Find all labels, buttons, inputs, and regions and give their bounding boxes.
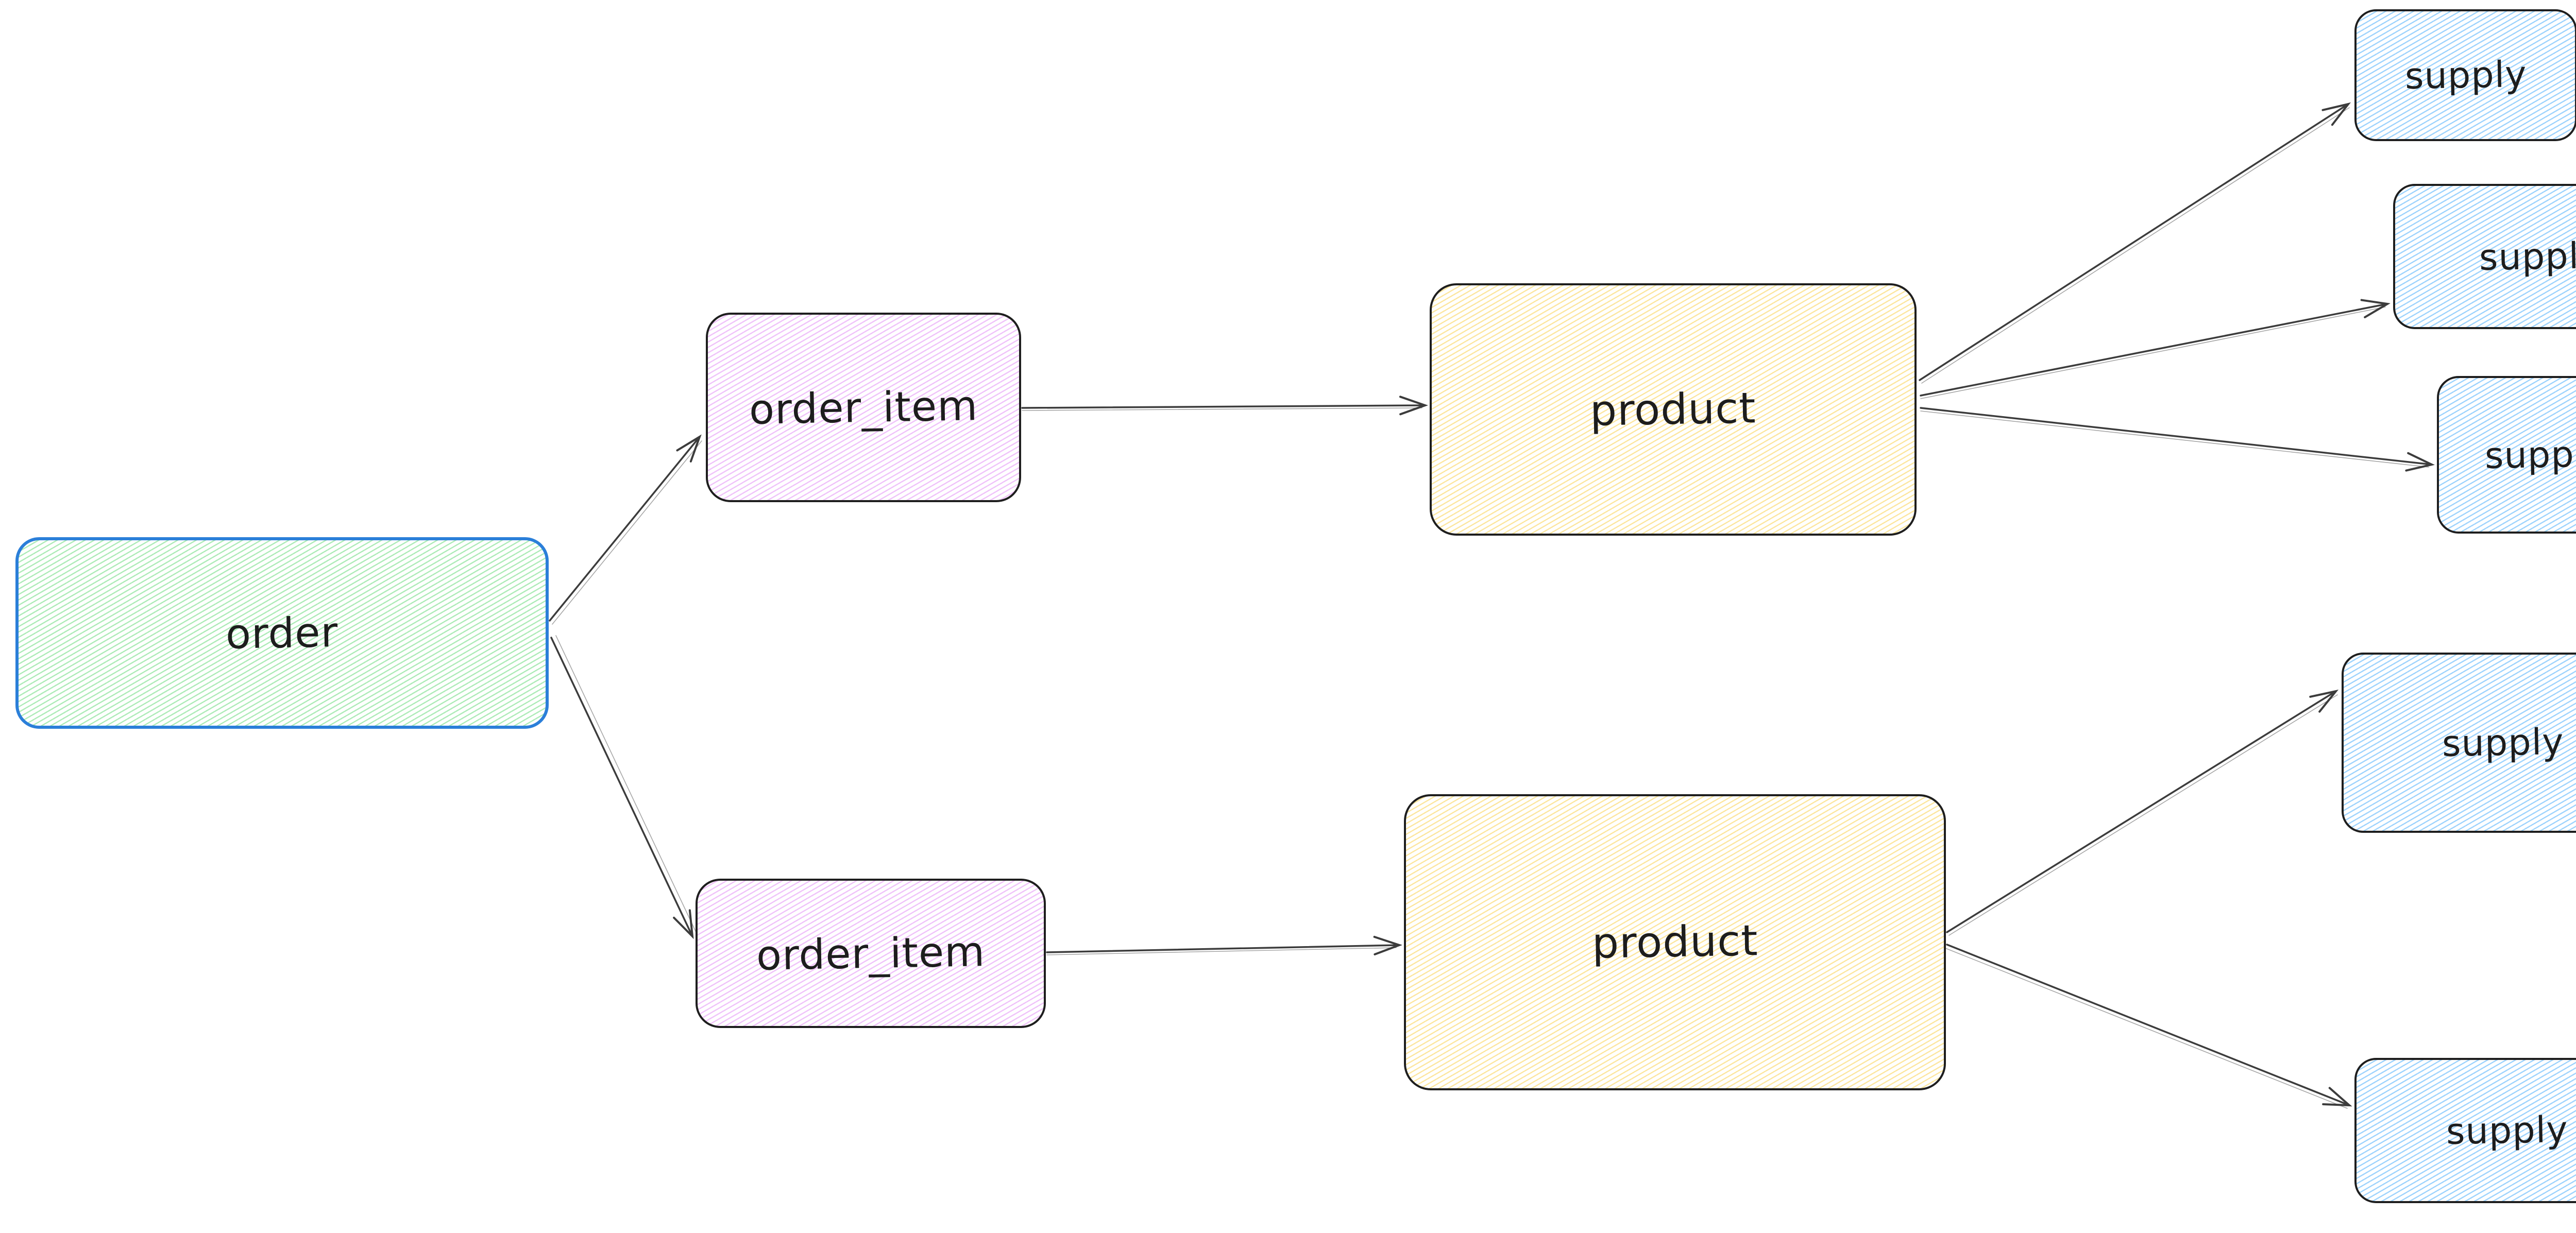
node-supply-3[interactable]: supply xyxy=(2437,376,2576,534)
node-product-2[interactable]: product xyxy=(1404,794,1946,1090)
node-order-label: order xyxy=(225,608,339,658)
edge-product-2-to-supply-4[interactable] xyxy=(1946,689,2339,936)
node-order-item-2-label: order_item xyxy=(756,927,986,980)
edge-product-1-to-supply-1[interactable] xyxy=(1919,102,2351,384)
node-supply-4-label: supply xyxy=(2442,720,2564,765)
edge-order-item-2-to-product-2[interactable] xyxy=(1046,935,1402,955)
node-supply-2-label: supply xyxy=(2479,234,2576,279)
node-product-1[interactable]: product xyxy=(1430,283,1917,536)
node-order-item-1-label: order_item xyxy=(749,381,978,434)
edge-product-1-to-supply-3[interactable] xyxy=(1920,407,2435,472)
node-supply-4[interactable]: supply xyxy=(2342,653,2576,833)
edge-order-item-1-to-product-1[interactable] xyxy=(1021,396,1428,416)
node-supply-5-label: supply xyxy=(2446,1108,2568,1153)
node-supply-2[interactable]: supply xyxy=(2393,184,2576,329)
node-product-1-label: product xyxy=(1589,383,1757,436)
node-supply-1-label: supply xyxy=(2404,53,2527,98)
node-order[interactable]: order xyxy=(15,537,549,729)
node-supply-5[interactable]: supply xyxy=(2354,1058,2576,1203)
edge-order-to-order-item-2[interactable] xyxy=(550,635,697,939)
node-order-item-2[interactable]: order_item xyxy=(696,879,1046,1028)
edge-product-2-to-supply-5[interactable] xyxy=(1945,944,2352,1109)
edge-product-1-to-supply-2[interactable] xyxy=(1920,299,2391,399)
edge-order-to-order-item-1[interactable] xyxy=(549,434,702,625)
node-order-item-1[interactable]: order_item xyxy=(706,313,1021,502)
node-supply-3-label: supply xyxy=(2484,432,2576,477)
node-supply-1[interactable]: supply xyxy=(2354,9,2576,141)
node-product-2-label: product xyxy=(1591,916,1758,968)
